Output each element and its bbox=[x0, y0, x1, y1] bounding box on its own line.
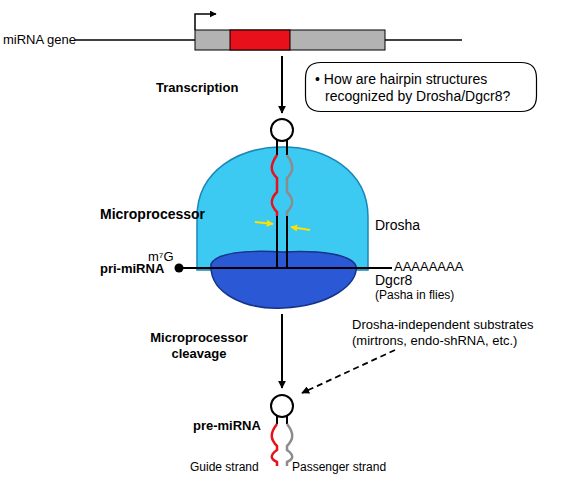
node-label: Drosha bbox=[375, 217, 455, 234]
gene-label: miRNA gene bbox=[3, 32, 83, 48]
node-label: Dgcr8 bbox=[375, 272, 455, 289]
callout-box: • How are hairpin structures recognized … bbox=[305, 62, 537, 112]
stem-left-lower bbox=[276, 216, 278, 268]
guide-strand-pri bbox=[272, 155, 277, 216]
mirna-region bbox=[230, 30, 290, 50]
dgcr8-shape: Dgcr8(Pasha in flies) bbox=[207, 250, 359, 310]
polya-label: AAAAAAAA bbox=[394, 259, 494, 275]
cleavage-site-arrow bbox=[255, 222, 273, 224]
step-label: Transcription bbox=[156, 80, 266, 96]
node-label: • How are hairpin structures recognized … bbox=[315, 71, 530, 105]
transcription-arrow bbox=[281, 56, 283, 113]
pri-mirna-line bbox=[178, 267, 392, 269]
cleavage-arrow bbox=[281, 314, 283, 388]
passenger-strand-pri bbox=[287, 155, 292, 216]
strand-label: Guide strand bbox=[190, 460, 275, 475]
step-label: Microprocessor cleavage bbox=[140, 330, 258, 362]
stem-left bbox=[276, 140, 278, 155]
pre-mirna-loop bbox=[271, 395, 293, 417]
gene-exon bbox=[195, 30, 385, 50]
passenger-strand bbox=[287, 424, 292, 466]
node-sublabel: (Pasha in flies) bbox=[375, 288, 515, 303]
pre-stem-left bbox=[276, 416, 278, 424]
strand-label: Passenger strand bbox=[292, 460, 412, 475]
note-label: Drosha-independent substrates (mirtrons,… bbox=[352, 317, 557, 349]
stem-right-lower bbox=[286, 216, 288, 268]
rna-label: pre-miRNA bbox=[193, 418, 273, 434]
dashed-arrow bbox=[302, 350, 395, 393]
guide-strand bbox=[272, 424, 277, 466]
cap-label: m⁷G bbox=[148, 249, 188, 265]
callout-path bbox=[306, 63, 537, 112]
dgcr8-path bbox=[211, 251, 356, 308]
cleavage-site-arrow bbox=[291, 227, 310, 230]
promoter-arrow bbox=[195, 14, 216, 30]
stem-right bbox=[286, 140, 288, 155]
hairpin-loop bbox=[271, 119, 293, 141]
cap-dot bbox=[175, 264, 184, 273]
dgcr8-outline bbox=[207, 250, 359, 310]
pre-stem-right bbox=[286, 416, 288, 424]
complex-label: Microprocessor bbox=[100, 206, 220, 223]
